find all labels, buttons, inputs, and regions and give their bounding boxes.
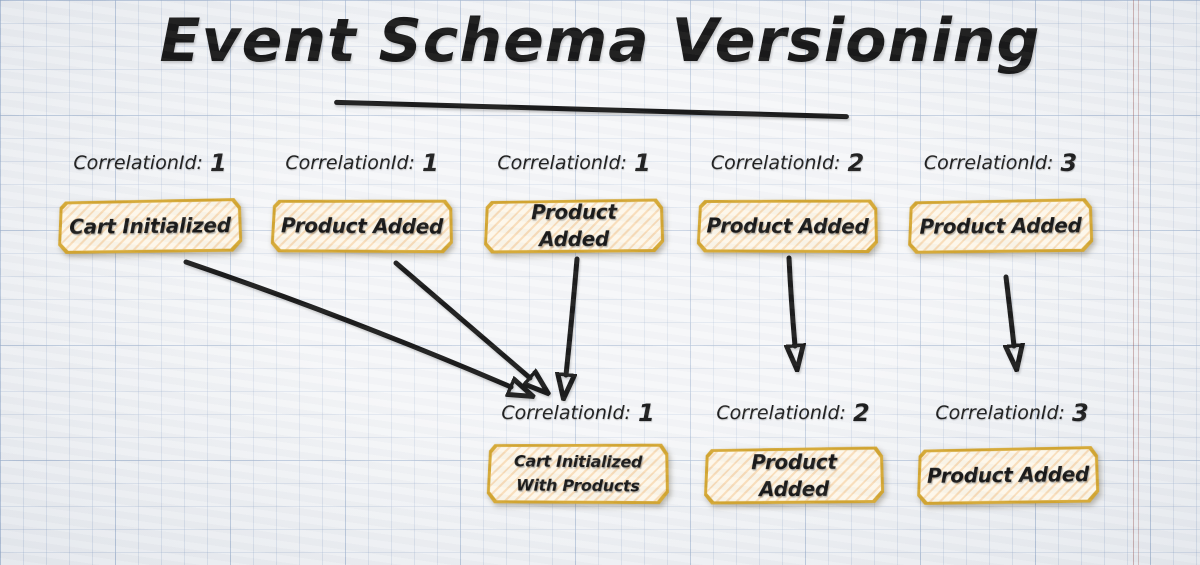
event-name: Product Added: [280, 212, 444, 239]
arrow-before5-to-after3: [1006, 274, 1014, 346]
event-name: Cart Initialized With Products: [513, 451, 643, 496]
paper-margin-line: [1133, 0, 1139, 565]
arrow-before4-to-after2: [789, 255, 795, 346]
correlation-label-text: CorrelationId:: [497, 152, 627, 174]
event-box-after-2: Product Added: [704, 447, 884, 505]
correlation-label-before-1: CorrelationId: 1: [60, 146, 240, 180]
title-underline-stroke: [334, 99, 849, 120]
event-name: Product Added: [751, 449, 837, 501]
event-box-after-3: Product Added: [917, 446, 1100, 505]
correlation-label-text: CorrelationId:: [710, 152, 841, 174]
event-box-fill: Cart Initialized With Products: [490, 445, 666, 502]
arrow-before3-to-after1: [566, 256, 580, 375]
correlation-label-text: CorrelationId:: [923, 152, 1054, 174]
correlation-label-before-5: CorrelationId: 3: [910, 146, 1091, 180]
event-name: Product Added: [926, 462, 1090, 488]
page-title: Event Schema Versioning: [159, 6, 1041, 76]
event-box-fill: Product Added: [911, 201, 1090, 251]
event-box-fill: Product Added: [487, 202, 661, 251]
event-name: Product Added: [919, 212, 1082, 239]
correlation-id-value: 1: [421, 149, 439, 177]
event-box-before-3: Product Added: [484, 199, 664, 254]
correlation-label-after-1: CorrelationId: 1: [485, 396, 671, 430]
correlation-id-value: 2: [847, 149, 865, 177]
event-box-fill: Product Added: [700, 201, 875, 250]
correlation-id-value: 1: [637, 399, 655, 427]
correlation-id-value: 1: [209, 149, 227, 177]
correlation-label-text: CorrelationId:: [716, 402, 846, 424]
event-name: Product Added: [531, 199, 617, 252]
event-name: Product Added: [706, 212, 869, 239]
event-box-fill: Cart Initialized: [61, 201, 239, 251]
event-box-fill: Product Added: [920, 449, 1097, 502]
event-box-fill: Product Added: [274, 201, 450, 251]
correlation-label-before-3: CorrelationId: 1: [484, 146, 664, 180]
correlation-label-after-2: CorrelationId: 2: [703, 396, 883, 430]
arrow-before1-to-after1: [183, 259, 511, 387]
event-box-before-2: Product Added: [271, 198, 453, 254]
correlation-label-text: CorrelationId:: [285, 152, 415, 174]
correlation-id-value: 3: [1060, 149, 1078, 177]
correlation-label-after-3: CorrelationId: 3: [922, 396, 1102, 430]
correlation-label-text: CorrelationId:: [935, 402, 1065, 424]
correlation-id-value: 1: [633, 149, 651, 177]
event-box-before-4: Product Added: [697, 198, 878, 253]
arrow-before2-to-after1: [393, 260, 530, 378]
correlation-label-text: CorrelationId:: [73, 152, 203, 174]
correlation-id-value: 2: [852, 399, 870, 427]
correlation-label-before-4: CorrelationId: 2: [697, 146, 878, 180]
event-box-before-5: Product Added: [908, 198, 1093, 254]
event-box-fill: Product Added: [707, 450, 881, 502]
event-box-before-1: Cart Initialized: [58, 198, 243, 254]
correlation-label-text: CorrelationId:: [501, 402, 631, 424]
event-name: Cart Initialized: [69, 212, 231, 239]
correlation-label-before-2: CorrelationId: 1: [272, 146, 452, 180]
correlation-id-value: 3: [1071, 399, 1089, 427]
event-box-after-1: Cart Initialized With Products: [487, 442, 670, 505]
